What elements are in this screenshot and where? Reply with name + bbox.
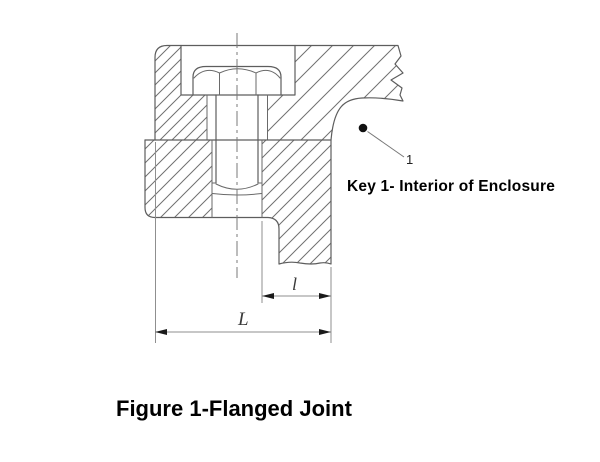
callout-number: 1 xyxy=(406,152,413,167)
bolt-clearance-hole xyxy=(206,94,268,141)
dimension-l: l xyxy=(261,221,332,343)
L-arrow-right xyxy=(319,329,331,335)
l-dimension-label: l xyxy=(292,274,297,294)
bolt-head-facets xyxy=(219,72,257,96)
figure-caption: Figure 1-Flanged Joint xyxy=(116,396,353,421)
section-hatching xyxy=(145,45,403,264)
l-arrow-right xyxy=(319,293,331,299)
bolt-thread-end xyxy=(211,182,263,196)
key-label: Key 1- Interior of Enclosure xyxy=(347,178,555,195)
l-arrow-left xyxy=(262,293,274,299)
bolt xyxy=(192,65,282,196)
tapped-hole xyxy=(211,139,263,218)
interior-callout: 1 xyxy=(358,123,413,167)
bottom-flange-right-section-fill xyxy=(262,140,331,264)
top-flange-right-section-fill xyxy=(267,45,403,140)
bolt-head-pocket xyxy=(180,44,296,96)
top-flange-section xyxy=(154,44,404,141)
bottom-flange-section xyxy=(144,139,332,265)
bolt-head-chamfer-arcs xyxy=(193,68,281,79)
bottom-flange-outline xyxy=(144,139,332,265)
interior-marker-dot xyxy=(358,123,368,133)
dimension-L: L xyxy=(155,142,331,343)
L-arrow-left xyxy=(155,329,167,335)
callout-leader-line xyxy=(367,131,405,158)
top-flange-outline xyxy=(154,44,404,141)
bottom-flange-left-section-fill xyxy=(145,140,212,218)
L-dimension-label: L xyxy=(237,309,249,330)
bolt-shank xyxy=(215,94,259,184)
l-extension-lines xyxy=(261,221,332,343)
